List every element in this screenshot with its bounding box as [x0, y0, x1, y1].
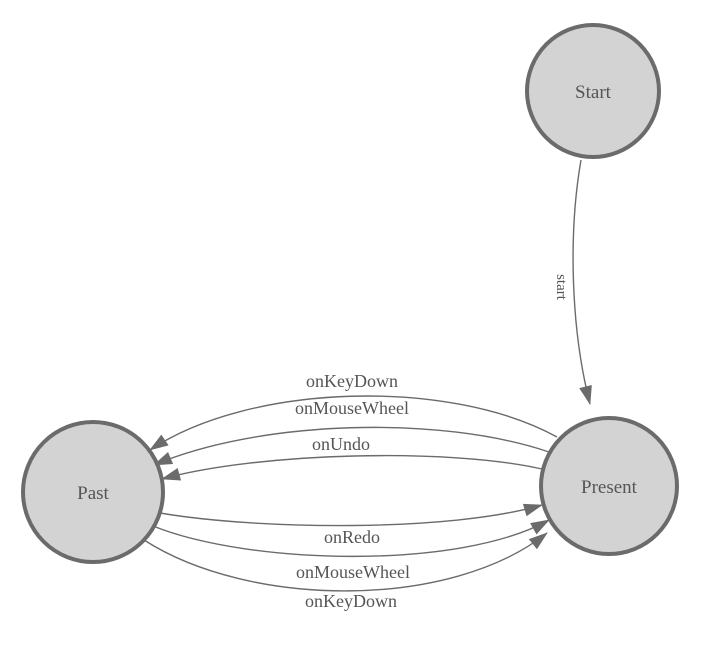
- edge-label-onundo: onUndo: [312, 434, 370, 454]
- edge-label-start: start: [553, 274, 569, 301]
- state-node-past[interactable]: [21, 420, 165, 564]
- edge-label-onmousewheel-top: onMouseWheel: [295, 398, 409, 418]
- node-label-start: Start: [575, 82, 612, 103]
- node-label-present: Present: [581, 477, 638, 498]
- edge-label-onmousewheel-bottom: onMouseWheel: [296, 562, 410, 582]
- edge-past-to-present-onkeydown: [143, 532, 548, 592]
- edge-label-layer: start onKeyDown onMouseWheel onUndo onRe…: [295, 274, 569, 611]
- edge-past-to-present-onredo: [159, 503, 543, 527]
- node-label-past: Past: [77, 483, 109, 504]
- edge-present-to-past-onundo: [161, 454, 543, 481]
- edge-label-onkeydown-top: onKeyDown: [306, 371, 398, 391]
- node-label-layer: Start Present Past: [77, 82, 638, 504]
- edge-present-to-past-onmousewheel: [153, 426, 550, 466]
- edge-past-to-present-onmousewheel: [152, 519, 550, 558]
- edge-label-onredo: onRedo: [324, 527, 380, 547]
- node-layer: [21, 23, 679, 564]
- state-node-start[interactable]: [525, 23, 661, 159]
- edge-start-to-present: [572, 159, 592, 405]
- edge-present-to-past-onkeydown: [149, 395, 558, 451]
- state-node-present[interactable]: [539, 416, 679, 556]
- edge-label-onkeydown-bottom: onKeyDown: [305, 591, 397, 611]
- edge-layer: [143, 159, 592, 592]
